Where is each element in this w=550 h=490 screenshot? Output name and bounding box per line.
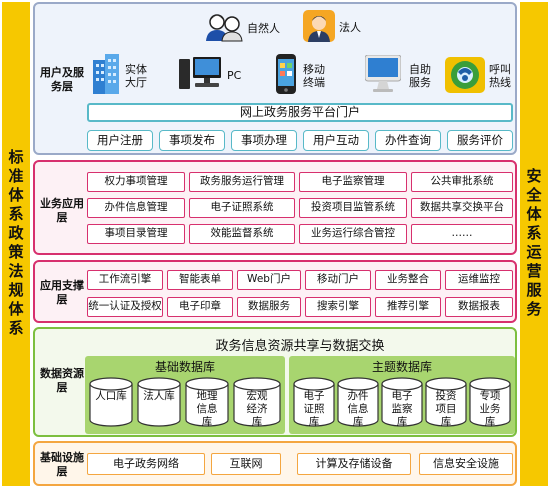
database-cylinder: 宏观经济库 (233, 377, 281, 428)
support-item: 数据报表 (445, 297, 513, 317)
service-portal-bar: 网上政务服务平台门户 (87, 103, 513, 122)
people-group-icon (203, 12, 247, 45)
support-item: 运维监控 (445, 270, 513, 290)
function-user-registration: 用户注册 (87, 130, 153, 151)
support-item: 数据服务 (237, 297, 301, 317)
function-service-rating: 服务评价 (447, 130, 513, 151)
business-item: 投资项目监管系统 (299, 198, 407, 218)
database-label: 地理信息库 (196, 390, 218, 428)
business-application-layer: 业务应用层 权力事项管理 政务服务运行管理 电子监察管理 公共审批系统 办件信息… (33, 160, 517, 255)
channel-hotline-label: 呼叫热线 (489, 62, 511, 89)
kiosk-monitor-icon (364, 54, 402, 96)
infrastructure-layer: 基础设施层 电子政务网络 互联网 计算及存储设备 信息安全设施 (33, 441, 517, 486)
businessman-icon (303, 10, 335, 45)
support-item: 统一认证及授权 (87, 297, 163, 317)
support-item: 推荐引擎 (375, 297, 441, 317)
user-service-layer: 用户及服务层 自然人 法人 (33, 2, 517, 155)
database-cylinder: 办件信息库 (337, 377, 379, 428)
channel-kiosk: 自助服务 (364, 54, 433, 96)
layer-title: 数据资源层 (40, 367, 84, 394)
support-item: 智能表单 (167, 270, 233, 290)
support-item: 业务整合 (375, 270, 441, 290)
business-item: 数据共享交换平台 (411, 198, 513, 218)
database-cylinder: 专项业务库 (469, 377, 511, 428)
business-item: 电子证照系统 (189, 198, 295, 218)
channel-pc: PC (179, 57, 241, 94)
left-banner: 标准体系政策法规体系 (2, 2, 30, 486)
database-label: 办件信息库 (347, 390, 369, 428)
business-item: 效能监督系统 (189, 224, 295, 244)
layer-title: 用户及服务层 (40, 66, 84, 93)
database-label: 人口库 (95, 390, 127, 402)
right-banner-text: 安全体系运营服务 (524, 168, 543, 320)
database-label: 投资项目库 (435, 390, 457, 428)
legal-person-label: 法人 (339, 21, 361, 34)
natural-person-label: 自然人 (247, 22, 280, 35)
database-label: 法人库 (143, 390, 175, 402)
channel-mobile-label: 移动终端 (303, 62, 325, 89)
infra-item: 电子政务网络 (87, 453, 205, 475)
business-item: …… (411, 224, 513, 244)
business-item: 事项目录管理 (87, 224, 185, 244)
data-resource-layer: 数据资源层 政务信息资源共享与数据交换 基础数据库 主题数据库 人口库 法人库 … (33, 327, 517, 437)
infra-item: 计算及存储设备 (297, 453, 411, 475)
application-support-layer: 应用支撑层 工作流引擎 智能表单 Web门户 移动门户 业务整合 运维监控 统一… (33, 260, 517, 323)
function-user-interaction: 用户互动 (303, 130, 369, 151)
function-item-handling: 事项办理 (231, 130, 297, 151)
office-building-icon (91, 54, 121, 97)
natural-person: 自然人 (203, 12, 280, 45)
hotline-icon (445, 54, 485, 97)
legal-person: 法人 (303, 10, 361, 45)
layer-title: 业务应用层 (40, 197, 84, 224)
business-item: 电子监察管理 (299, 172, 407, 192)
support-item: 电子印章 (167, 297, 233, 317)
infra-item: 信息安全设施 (419, 453, 513, 475)
channel-hotline: 呼叫热线 (445, 54, 513, 97)
support-item: 搜索引擎 (305, 297, 371, 317)
database-label: 专项业务库 (479, 390, 501, 428)
business-item: 权力事项管理 (87, 172, 185, 192)
business-item: 公共审批系统 (411, 172, 513, 192)
function-item-publish: 事项发布 (159, 130, 225, 151)
layer-title: 应用支撑层 (40, 279, 84, 306)
infra-item: 互联网 (211, 453, 281, 475)
channel-kiosk-label: 自助服务 (409, 62, 431, 89)
support-item: Web门户 (237, 270, 301, 290)
theme-database-title: 主题数据库 (371, 360, 432, 374)
database-cylinder: 人口库 (89, 377, 133, 427)
desktop-pc-icon (179, 57, 221, 94)
channel-hall: 实体大厅 (91, 54, 149, 97)
function-case-query: 办件查询 (375, 130, 441, 151)
data-layer-heading: 政务信息资源共享与数据交换 (215, 339, 385, 354)
database-cylinder: 投资项目库 (425, 377, 467, 428)
business-item: 政务服务运行管理 (189, 172, 295, 192)
layer-title: 基础设施层 (40, 451, 84, 478)
support-item: 工作流引擎 (87, 270, 163, 290)
support-item: 移动门户 (305, 270, 371, 290)
business-item: 办件信息管理 (87, 198, 185, 218)
database-cylinder: 电子证照库 (293, 377, 335, 428)
channel-mobile: 移动终端 (275, 54, 327, 97)
channel-pc-label: PC (227, 69, 242, 82)
business-item: 业务运行综合管控 (299, 224, 407, 244)
left-banner-text: 标准体系政策法规体系 (6, 149, 25, 339)
database-cylinder: 法人库 (137, 377, 181, 427)
channel-hall-label: 实体大厅 (125, 62, 147, 89)
right-banner: 安全体系运营服务 (520, 2, 548, 486)
database-cylinder: 地理信息库 (185, 377, 229, 428)
basic-database-title: 基础数据库 (154, 360, 215, 374)
database-label: 电子证照库 (303, 390, 325, 428)
smartphone-icon (275, 54, 297, 97)
database-label: 宏观经济库 (246, 390, 268, 428)
database-cylinder: 电子监察库 (381, 377, 423, 428)
database-label: 电子监察库 (391, 390, 413, 428)
